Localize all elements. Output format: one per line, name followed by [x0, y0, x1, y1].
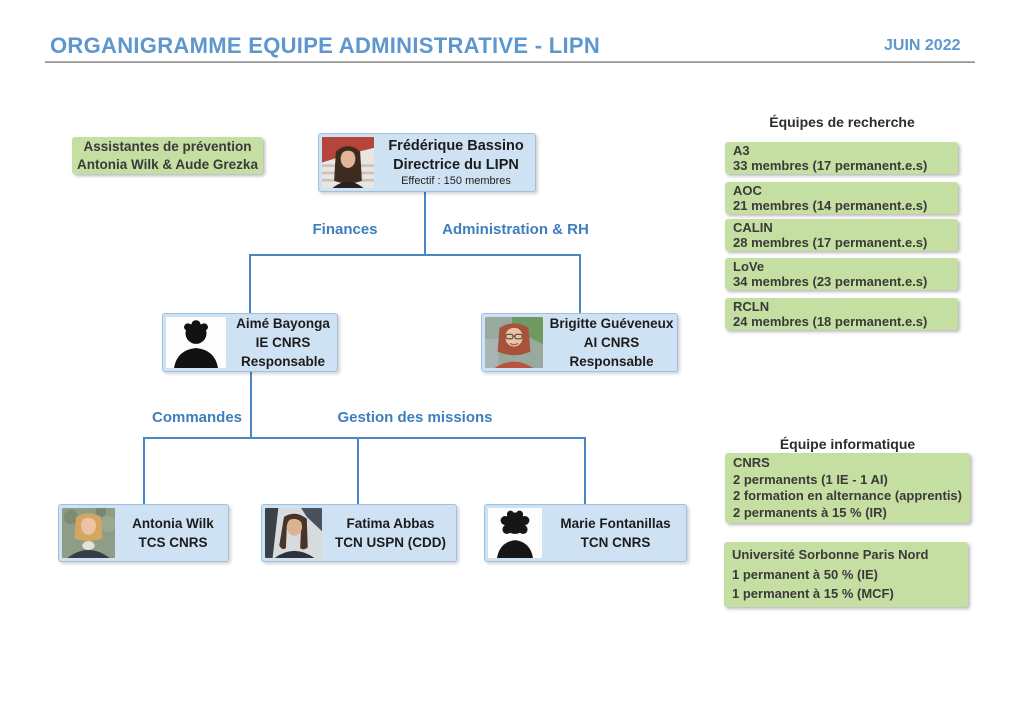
- photo-marie-fontanillas-silhouette: [488, 508, 542, 558]
- photo-frederique-bassino: [322, 137, 374, 188]
- team-name: AOC: [733, 183, 762, 198]
- branch-label-commandes: Commandes: [151, 409, 243, 426]
- node-staff-fatima: Fatima Abbas TCN USPN (CDD): [261, 504, 457, 562]
- prevention-title: Assistantes de prévention: [83, 139, 252, 154]
- staff-antonia-role: TCS CNRS: [138, 535, 208, 550]
- it-team-title: Équipe informatique: [779, 436, 916, 452]
- node-admin-head: Brigitte Guéveneux AI CNRS Responsable: [481, 313, 678, 372]
- photo-brigitte-gueveneux: [485, 317, 543, 368]
- connector-to-finances: [249, 254, 251, 313]
- it-cnrs-line: CNRS: [733, 455, 770, 470]
- research-team-calin: CALIN 28 membres (17 permanent.e.s): [725, 219, 958, 251]
- team-members: 34 membres (23 permanent.e.s): [733, 274, 928, 289]
- director-role: Directrice du LIPN: [393, 157, 519, 173]
- connector-level2-horizontal: [143, 437, 586, 439]
- team-name: LoVe: [733, 259, 765, 274]
- team-members: 33 membres (17 permanent.e.s): [733, 158, 928, 173]
- admin-head-name: Brigitte Guéveneux: [549, 316, 674, 331]
- it-team-uspn-box: Université Sorbonne Paris Nord 1 permane…: [724, 542, 968, 607]
- team-members: 28 membres (17 permanent.e.s): [733, 235, 928, 250]
- connector-to-antonia: [143, 437, 145, 504]
- photo-fatima-abbas: [265, 508, 322, 558]
- staff-fatima-role: TCN USPN (CDD): [335, 535, 446, 550]
- staff-marie-role: TCN CNRS: [580, 535, 651, 550]
- node-director: Frédérique Bassino Directrice du LIPN Ef…: [318, 133, 536, 192]
- team-members: 21 membres (14 permanent.e.s): [733, 198, 928, 213]
- connector-level1-horizontal: [249, 254, 581, 256]
- connector-to-fatima: [357, 437, 359, 504]
- connector-to-marie: [584, 437, 586, 504]
- team-members: 24 membres (18 permanent.e.s): [733, 314, 928, 329]
- node-staff-antonia: Antonia Wilk TCS CNRS: [58, 504, 229, 562]
- it-uspn-line: 1 permanent à 15 % (MCF): [732, 586, 894, 601]
- research-team-a3: A3 33 membres (17 permanent.e.s): [725, 142, 958, 174]
- branch-label-finances: Finances: [312, 221, 378, 238]
- it-team-cnrs-box: CNRS 2 permanents (1 IE - 1 AI) 2 format…: [725, 453, 970, 523]
- research-team-rcln: RCLN 24 membres (18 permanent.e.s): [725, 298, 958, 330]
- date-label: JUIN 2022: [884, 37, 961, 54]
- staff-fatima-name: Fatima Abbas: [346, 516, 435, 531]
- branch-label-gestion-missions: Gestion des missions: [337, 409, 493, 426]
- research-team-aoc: AOC 21 membres (14 permanent.e.s): [725, 182, 958, 214]
- research-teams-title: Équipes de recherche: [769, 114, 915, 130]
- admin-head-role: Responsable: [569, 354, 654, 369]
- admin-head-grade: AI CNRS: [583, 335, 640, 350]
- node-finances-head: Aimé Bayonga IE CNRS Responsable: [162, 313, 338, 372]
- research-team-love: LoVe 34 membres (23 permanent.e.s): [725, 258, 958, 290]
- director-name: Frédérique Bassino: [388, 138, 524, 154]
- connector-director-down: [424, 192, 426, 255]
- team-name: RCLN: [733, 299, 770, 314]
- it-cnrs-line: 2 formation en alternance (apprentis): [733, 488, 962, 503]
- title-divider: [45, 61, 975, 63]
- finances-head-name: Aimé Bayonga: [236, 316, 330, 331]
- node-staff-marie: Marie Fontanillas TCN CNRS: [484, 504, 687, 562]
- connector-to-admin: [579, 254, 581, 313]
- team-name: CALIN: [733, 220, 773, 235]
- connector-aime-down: [250, 372, 252, 438]
- staff-antonia-name: Antonia Wilk: [132, 516, 214, 531]
- page-title: ORGANIGRAMME EQUIPE ADMINISTRATIVE - LIP…: [50, 33, 601, 58]
- finances-head-role: Responsable: [240, 354, 326, 369]
- finances-head-grade: IE CNRS: [255, 335, 311, 350]
- director-note: Effectif : 150 membres: [401, 175, 511, 187]
- prevention-names: Antonia Wilk & Aude Grezka: [77, 156, 258, 172]
- it-cnrs-line: 2 permanents (1 IE - 1 AI): [733, 471, 888, 487]
- it-uspn-line: 1 permanent à 50 % (IE): [732, 566, 878, 582]
- staff-marie-name: Marie Fontanillas: [560, 516, 671, 531]
- team-name: A3: [733, 143, 750, 158]
- it-cnrs-line: 2 permanents à 15 % (IR): [733, 504, 887, 520]
- photo-antonia-wilk: [62, 508, 115, 558]
- prevention-assistants-box: Assistantes de prévention Antonia Wilk &…: [72, 137, 263, 174]
- photo-aime-bayonga-silhouette: [166, 317, 226, 368]
- it-uspn-line: Université Sorbonne Paris Nord: [732, 547, 929, 562]
- branch-label-admin-rh: Administration & RH: [442, 221, 589, 238]
